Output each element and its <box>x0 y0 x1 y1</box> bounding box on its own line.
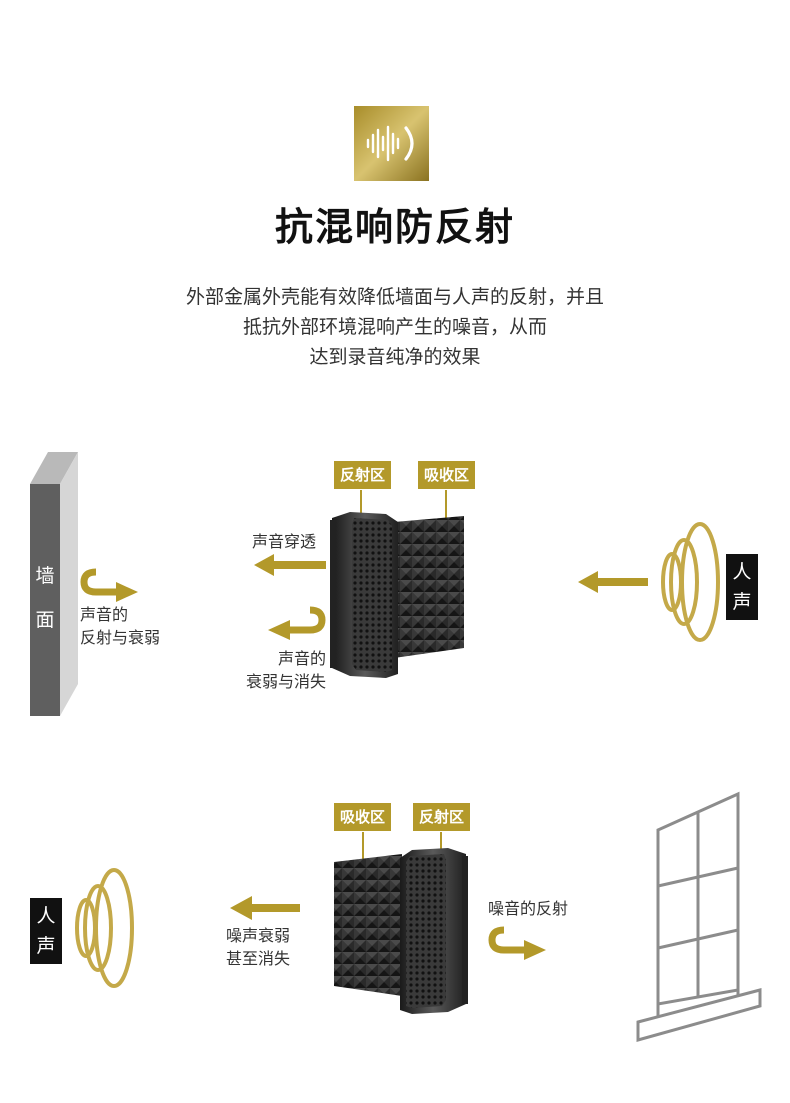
page-title: 抗混响防反射 <box>274 205 515 249</box>
label-line: 声音的 <box>277 649 326 668</box>
left-arrow-icon <box>230 896 300 920</box>
left-arrow-icon <box>254 554 326 576</box>
wall-label: 墙 面 <box>30 554 60 642</box>
tag-absorb-zone: 吸收区 <box>418 461 476 489</box>
sound-wave-rings-icon <box>70 866 136 990</box>
voice-label: 人 声 <box>30 898 62 964</box>
window-illustration <box>634 790 764 1045</box>
voice-label-char: 人 <box>36 905 56 927</box>
tag-reflect-zone: 反射区 <box>413 803 471 831</box>
description-line: 达到录音纯净的效果 <box>309 346 481 368</box>
wall-reflection-label: 声音的 反射与衰弱 <box>80 603 160 649</box>
u-turn-arrow-icon <box>264 606 328 646</box>
label-line: 衰弱与消失 <box>245 672 326 691</box>
label-line: 甚至消失 <box>226 949 291 968</box>
voice-label-char: 声 <box>36 935 56 957</box>
wall-label-char: 墙 <box>35 565 55 587</box>
noise-reflection-label: 噪音的反射 <box>488 899 569 918</box>
noise-decay-label: 噪声衰弱 甚至消失 <box>226 924 290 970</box>
voice-label-char: 人 <box>732 561 752 583</box>
u-turn-arrow-icon <box>488 926 550 964</box>
description-line: 外部金属外壳能有效降低墙面与人声的反射，并且 <box>185 286 604 308</box>
tag-absorb-zone: 吸收区 <box>334 803 392 831</box>
voice-label: 人 声 <box>726 554 758 620</box>
penetrate-label: 声音穿透 <box>252 532 317 551</box>
wall-label-char: 面 <box>35 609 55 631</box>
left-arrow-icon <box>578 571 648 593</box>
leader-line <box>445 490 447 536</box>
description-line: 抵抗外部环境混响产生的噪音，从而 <box>242 316 547 338</box>
reflection-filter-image <box>328 508 468 680</box>
label-line: 噪声衰弱 <box>226 926 291 945</box>
sound-wave-icon <box>354 106 429 181</box>
u-turn-arrow-icon <box>80 568 142 606</box>
label-line: 反射与衰弱 <box>80 628 161 647</box>
reflection-filter-image <box>330 844 470 1016</box>
label-line: 声音的 <box>80 605 129 624</box>
voice-label-char: 声 <box>732 591 752 613</box>
decay-label: 声音的 衰弱与消失 <box>236 647 326 693</box>
description: 外部金属外壳能有效降低墙面与人声的反射，并且 抵抗外部环境混响产生的噪音，从而 … <box>0 282 790 372</box>
tag-reflect-zone: 反射区 <box>334 461 392 489</box>
leader-line <box>362 832 364 876</box>
wall <box>30 452 78 716</box>
sound-wave-rings-icon <box>656 520 722 644</box>
